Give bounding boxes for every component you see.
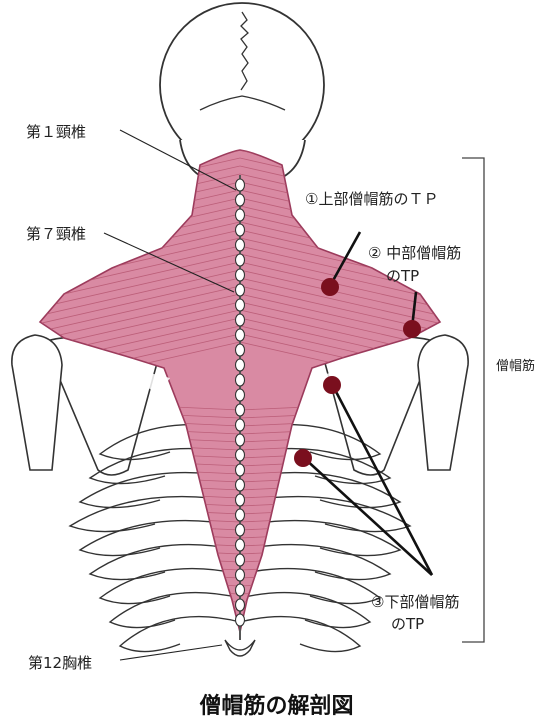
vertebra [236, 404, 245, 416]
figure-title: 僧帽筋の解剖図 [0, 688, 553, 720]
label-tp-lower-1: ③下部僧帽筋 [371, 593, 459, 611]
muscle-fiber [240, 672, 460, 682]
label-t12: 第12胸椎 [28, 654, 92, 672]
trigger-point-middle [403, 320, 421, 338]
label-tp-lower-2: のTP [391, 615, 424, 633]
vertebra [236, 554, 245, 566]
label-tp-upper: ①上部僧帽筋のＴＰ [305, 190, 438, 208]
vertebra [236, 329, 245, 341]
vertebra [236, 599, 245, 611]
vertebra [236, 539, 245, 551]
rib [100, 569, 240, 604]
vertebra [236, 524, 245, 536]
vertebra [236, 584, 245, 596]
trigger-point-lower-lower [294, 449, 312, 467]
rib [120, 617, 240, 652]
vertebra [236, 179, 245, 191]
muscle-fiber [240, 512, 460, 522]
vertebra [236, 194, 245, 206]
label-c1: 第１頸椎 [26, 123, 86, 141]
sacrum [225, 640, 255, 656]
vertebra [236, 479, 245, 491]
muscle-fiber [240, 656, 460, 666]
vertebra [236, 449, 245, 461]
rib [240, 617, 360, 652]
vertebra [236, 224, 245, 236]
vertebra [236, 434, 245, 446]
trigger-point-lower-upper [323, 376, 341, 394]
vertebra [236, 464, 245, 476]
label-tp-middle-2: のTP [386, 267, 419, 285]
muscle-fiber [20, 536, 240, 546]
vertebra [236, 614, 245, 626]
vertebra [236, 569, 245, 581]
vertebra [236, 209, 245, 221]
vertebra [236, 269, 245, 281]
rib [240, 593, 370, 628]
muscle-fiber [240, 664, 460, 674]
muscle-fiber [20, 632, 240, 642]
muscle-fiber [20, 640, 240, 650]
muscle-fiber [240, 632, 460, 642]
vertebra [236, 374, 245, 386]
vertebra [236, 389, 245, 401]
label-tp-middle-1: ② 中部僧帽筋 [368, 244, 461, 262]
vertebra [236, 509, 245, 521]
vertebra [236, 359, 245, 371]
muscle-fiber [240, 624, 460, 634]
label-muscle-name: 僧帽筋 [496, 358, 535, 376]
muscle-fiber [240, 640, 460, 650]
vertebra [236, 299, 245, 311]
vertebra [236, 419, 245, 431]
rib [110, 593, 240, 628]
vertebra [236, 344, 245, 356]
vertebra [236, 239, 245, 251]
vertebra [236, 314, 245, 326]
rib [240, 569, 380, 604]
vertebra [236, 254, 245, 266]
muscle-fiber [20, 624, 240, 634]
trigger-point-upper [321, 278, 339, 296]
muscle-fiber [20, 672, 240, 682]
muscle-fiber [240, 536, 460, 546]
vertebra [236, 494, 245, 506]
label-c7: 第７頸椎 [26, 225, 86, 243]
muscle-bracket [462, 158, 484, 642]
left-humerus [12, 335, 62, 470]
right-humerus [418, 335, 468, 470]
vertebra [236, 284, 245, 296]
